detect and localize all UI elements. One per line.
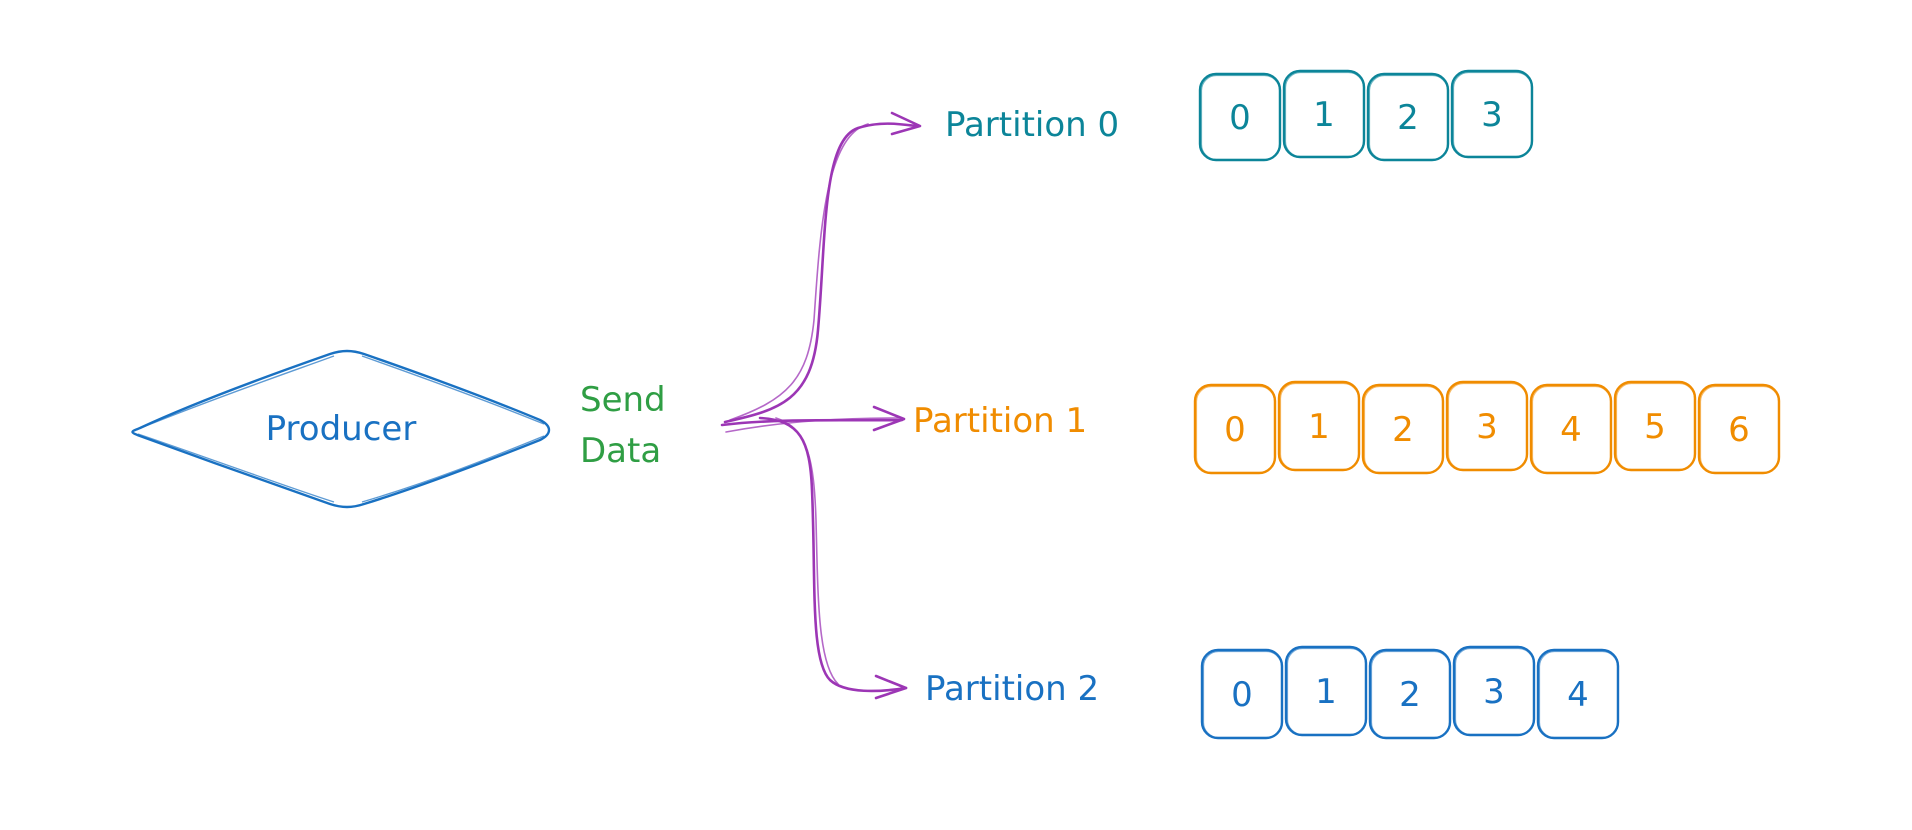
send-label-line2: Data [580, 431, 661, 471]
offset-box-sketch [1195, 385, 1276, 474]
offset-box-sketch [1279, 382, 1360, 471]
offset-number: 5 [1644, 407, 1666, 447]
partition-1-label: Partition 1 [913, 401, 1087, 441]
partition-2-label: Partition 2 [925, 669, 1099, 709]
partition-1-offset-4: 4 [1529, 383, 1613, 475]
partition-2-offset-3: 3 [1452, 645, 1536, 737]
offset-number: 1 [1313, 95, 1335, 135]
partition-2: Partition 2 0 1 2 3 4 [925, 645, 1620, 740]
partition-1-offset-5: 5 [1613, 380, 1697, 472]
send-label-line1: Send [580, 380, 666, 420]
partition-0: Partition 0 0 1 2 3 [945, 69, 1534, 162]
offset-box-sketch [1538, 650, 1619, 739]
offset-number: 4 [1560, 410, 1582, 450]
partition-1-offset-0: 0 [1193, 383, 1277, 475]
offset-number: 4 [1567, 675, 1589, 715]
offset-number: 3 [1481, 95, 1503, 135]
offset-number: 2 [1399, 675, 1421, 715]
arrow-head-partition-1 [872, 405, 906, 432]
arrow-to-partition-2 [758, 416, 908, 693]
offset-box-sketch [1699, 385, 1780, 474]
partition-0-offset-1: 1 [1282, 69, 1366, 159]
partition-1-offset-3: 3 [1445, 380, 1529, 472]
routing-arrows [720, 111, 922, 700]
offset-number: 2 [1392, 410, 1414, 450]
arrow-to-partition-0-sketch [729, 123, 869, 421]
producer-diamond-shape [131, 349, 551, 509]
offset-box-sketch [1531, 385, 1612, 474]
arrow-to-partition-1-sketch [725, 417, 901, 433]
partition-2-offset-1: 1 [1284, 645, 1368, 737]
offset-number: 1 [1308, 407, 1330, 447]
offset-box-sketch [1368, 74, 1449, 161]
producer-label: Producer [266, 409, 417, 449]
partition-0-offset-2: 2 [1366, 72, 1450, 162]
partition-0-offset-0: 0 [1198, 72, 1282, 162]
partition-1-offset-2: 2 [1361, 383, 1445, 475]
offset-number: 1 [1315, 672, 1337, 712]
offset-number: 0 [1229, 98, 1251, 138]
producer-node: Producer [131, 349, 551, 509]
offset-box-sketch [1370, 650, 1451, 739]
offset-number: 0 [1231, 675, 1253, 715]
offset-number: 0 [1224, 410, 1246, 450]
arrow-head-partition-0 [890, 111, 922, 136]
arrow-to-partition-2-sketch [775, 417, 839, 685]
offset-box-sketch [1286, 647, 1367, 736]
arrow-to-partition-0 [723, 122, 918, 424]
offset-number: 3 [1483, 672, 1505, 712]
partition-0-offset-3: 3 [1450, 69, 1534, 159]
offset-box-sketch [1202, 650, 1283, 739]
offset-number: 2 [1397, 98, 1419, 138]
partition-2-offset-4: 4 [1536, 648, 1620, 740]
send-data-label: Send Data [580, 380, 666, 471]
offset-box-sketch [1363, 385, 1444, 474]
partition-2-offset-0: 0 [1200, 648, 1284, 740]
partition-1: Partition 1 0 1 2 3 4 5 6 [913, 380, 1781, 475]
partition-0-label: Partition 0 [945, 105, 1119, 145]
partition-1-offset-1: 1 [1277, 380, 1361, 472]
offset-box-sketch [1200, 74, 1281, 161]
offset-box-sketch [1454, 647, 1535, 736]
partition-1-offset-6: 6 [1697, 383, 1781, 475]
offset-box-sketch [1452, 71, 1533, 158]
offset-box-sketch [1615, 382, 1696, 471]
offset-box-sketch [1284, 71, 1365, 158]
offset-number: 3 [1476, 407, 1498, 447]
producer-diamond-sketch [137, 355, 545, 503]
arrow-head-partition-2 [874, 674, 908, 700]
offset-box-sketch [1447, 382, 1528, 471]
offset-number: 6 [1728, 410, 1750, 450]
partition-2-offset-2: 2 [1368, 648, 1452, 740]
